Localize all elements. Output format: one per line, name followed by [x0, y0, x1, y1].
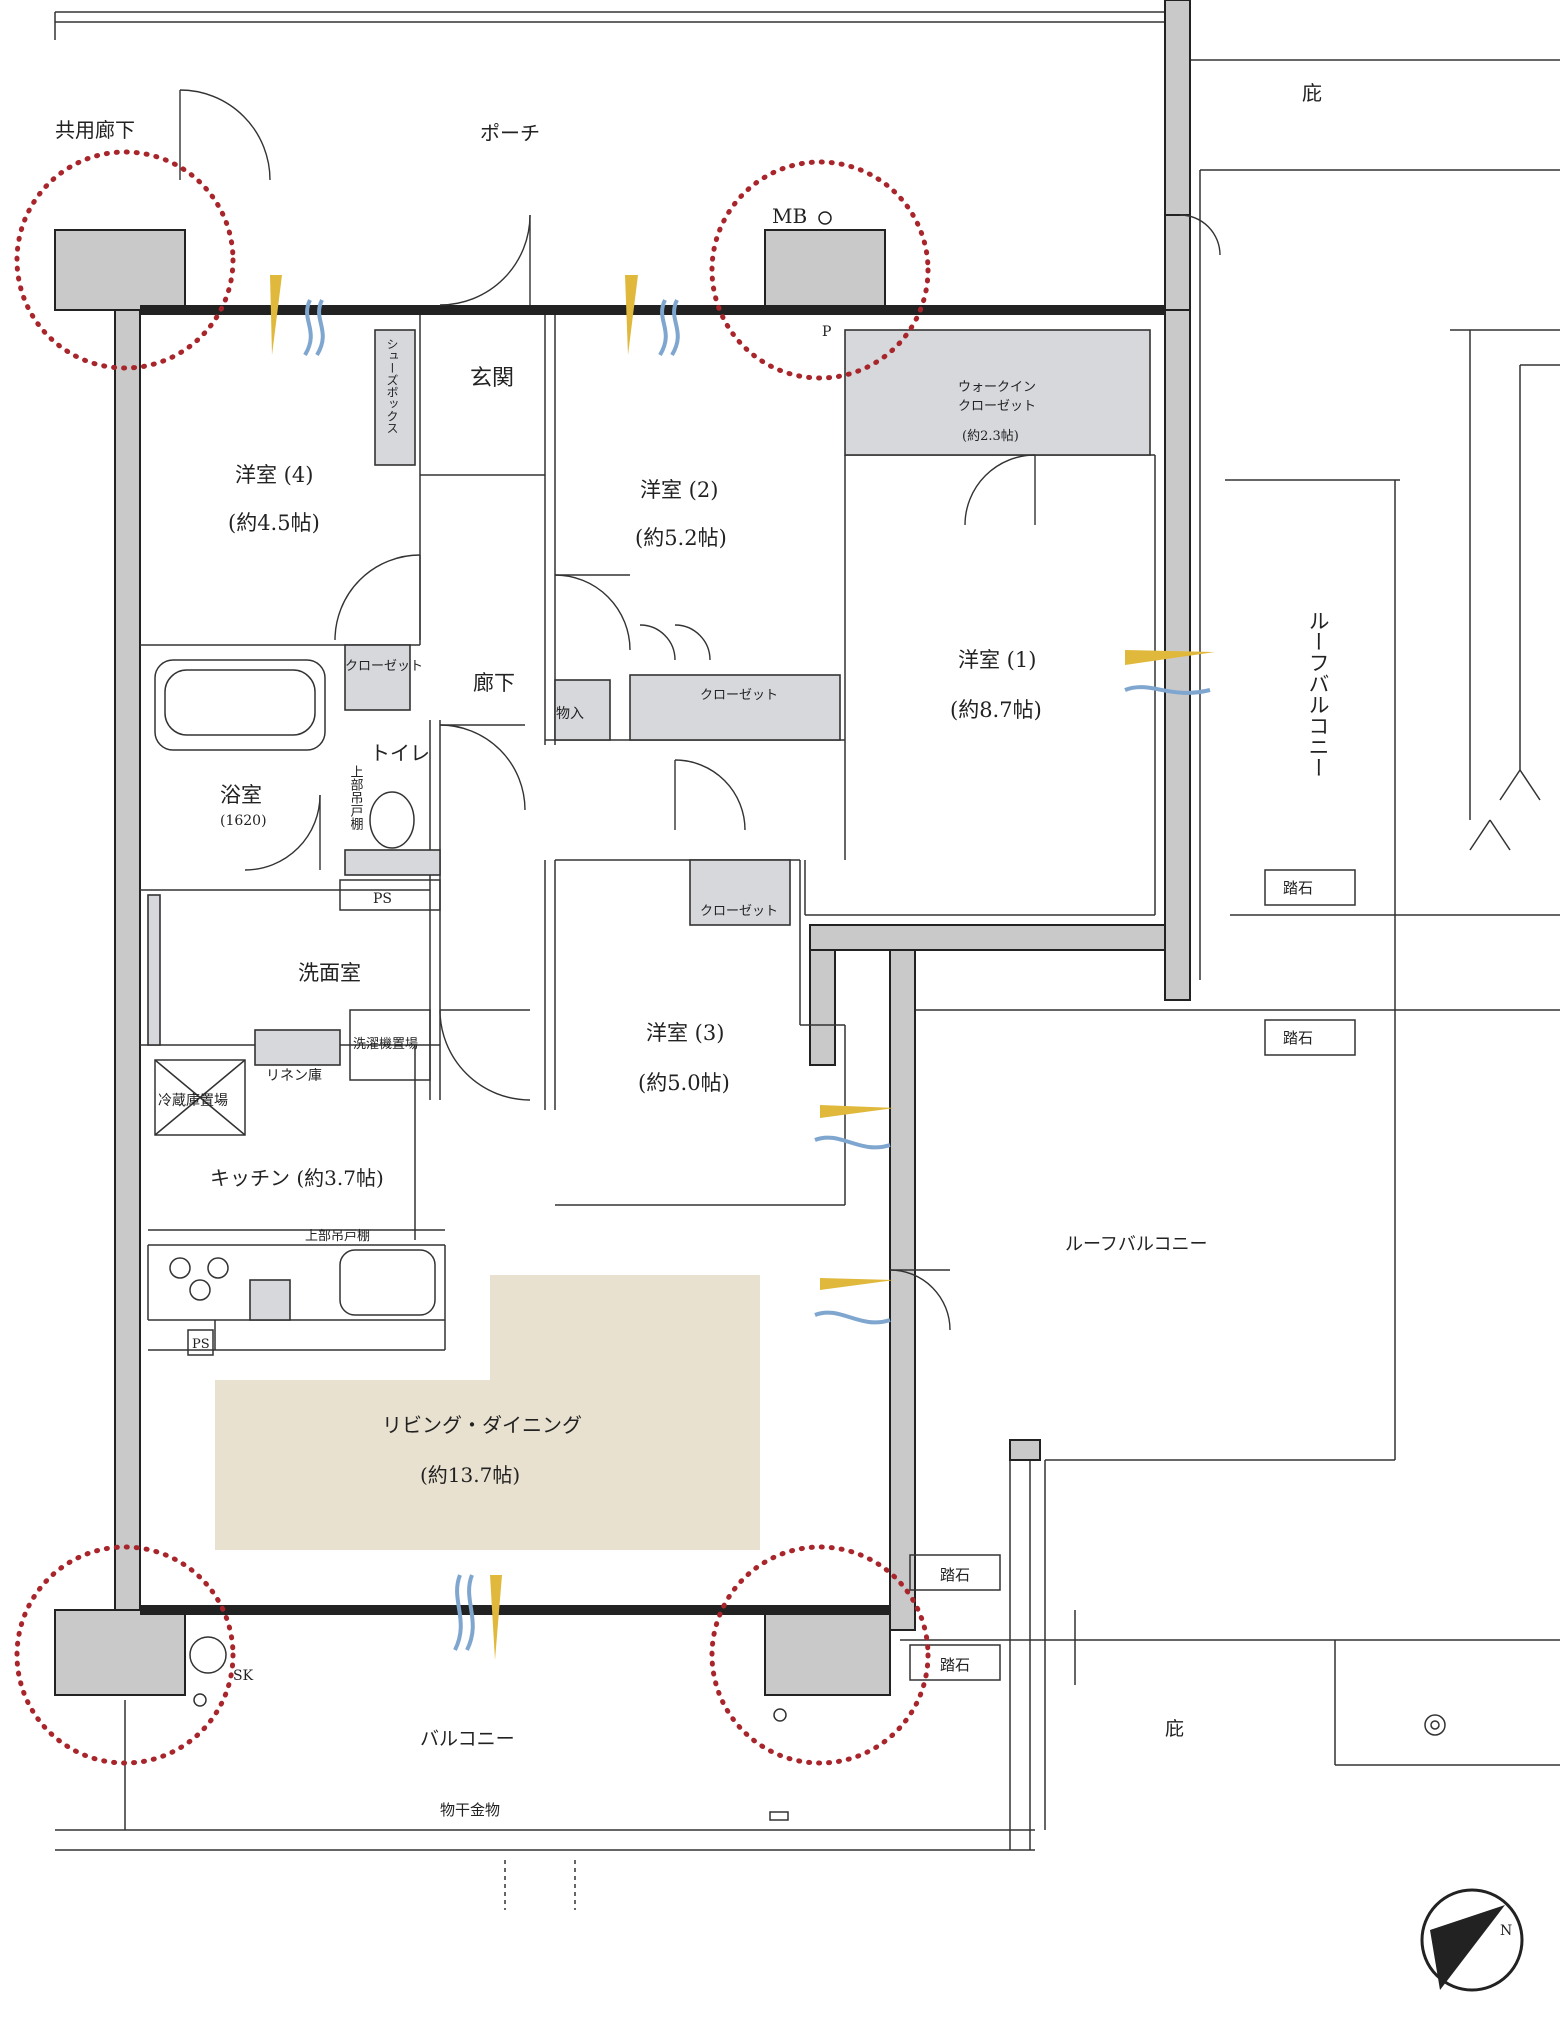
label-closet-room3: クローゼット [700, 904, 778, 919]
label-room3-size: (約5.0帖) [638, 1071, 730, 1095]
closet-room3-unit [689, 859, 791, 926]
label-fridge-space: 冷蔵庫置場 [158, 1092, 228, 1109]
label-walkin-size: (約2.3帖) [962, 429, 1019, 444]
label-upper-cabinet-kitchen: 上部吊戸棚 [305, 1229, 370, 1244]
label-room2-name: 洋室 (2) [640, 478, 718, 502]
shoe-box-cabinet [374, 329, 416, 466]
toilet-bowl [369, 791, 415, 849]
ventilation-indicators [270, 275, 1215, 1660]
label-balcony: バルコニー [420, 1728, 515, 1750]
label-north: N [1500, 1923, 1512, 1939]
label-room3-name: 洋室 (3) [646, 1021, 724, 1045]
doors [179, 89, 1221, 1331]
washroom-vanity [147, 894, 161, 1046]
highlight-circle-bottom-left [14, 1544, 236, 1766]
label-roof-balcony: ルーフバルコニー [1065, 1234, 1208, 1255]
north-arrow [1420, 1888, 1524, 1992]
fridge-space-box [154, 1059, 246, 1136]
label-stepping-stone-2: 踏石 [1283, 1029, 1313, 1047]
label-room1-size: (約8.7帖) [950, 698, 1042, 722]
toilet-cabinet [344, 849, 441, 876]
label-room2-size: (約5.2帖) [635, 526, 727, 550]
label-room4-name: 洋室 (4) [235, 463, 313, 487]
label-stepping-stone-4: 踏石 [940, 1656, 970, 1674]
mb-meter-icon [818, 211, 832, 225]
label-p: P [822, 324, 831, 340]
label-bath: 浴室 [220, 783, 262, 807]
label-eaves-top: 庇 [1302, 81, 1322, 105]
label-hallway: 廊下 [473, 671, 515, 695]
living-area-fill [215, 1275, 760, 1550]
highlight-circle-bottom-mid [709, 1544, 931, 1766]
highlight-circles [14, 149, 931, 1766]
stepping-stone-1-box [1264, 869, 1356, 906]
closet-small-unit [344, 644, 411, 711]
label-sk: SK [233, 1668, 254, 1684]
label-toilet: トイレ [370, 741, 430, 765]
label-ps-toilet: PS [373, 891, 392, 907]
label-stepping-stone-3: 踏石 [940, 1566, 970, 1584]
site-lines [54, 11, 1560, 1851]
ps-toilet-box [339, 879, 441, 911]
label-roof-balcony-vertical: ルーフバルコニー [1306, 610, 1330, 778]
label-room1-name: 洋室 (1) [958, 648, 1036, 672]
label-closet-small: クローゼット [345, 659, 423, 674]
label-stepping-stone-1: 踏石 [1283, 879, 1313, 897]
stepping-stone-2-box [1264, 1019, 1356, 1056]
label-living-size: (約13.7帖) [420, 1463, 520, 1487]
label-genkan: 玄関 [470, 366, 514, 391]
linen-cabinet [254, 1029, 341, 1066]
kitchen-upper-cabinet [249, 1279, 291, 1321]
storage-unit [554, 679, 611, 741]
label-eaves-bottom: 庇 [1165, 1718, 1184, 1740]
washer-space-box [349, 1009, 431, 1081]
vertical-labels: ルーフバルコニー シューズボックス 上部吊戸棚 [348, 338, 1331, 830]
label-room4-size: (約4.5帖) [228, 511, 320, 535]
bathtub [154, 659, 326, 751]
label-washroom: 洗面室 [298, 961, 361, 985]
stepping-stone-3-box [909, 1554, 1001, 1591]
label-walkin-1: ウォークイン [958, 380, 1036, 395]
label-shoe-box: シューズボックス [385, 338, 399, 434]
ps-kitchen-box [187, 1329, 214, 1356]
label-washer-space: 洗濯機置場 [353, 1037, 418, 1052]
stove-burner [169, 1257, 191, 1279]
kitchen-sink [339, 1249, 436, 1316]
closet-room2-unit [629, 674, 841, 741]
walk-in-closet-shelf [844, 329, 1151, 456]
label-drying-hardware: 物干金物 [440, 1801, 500, 1819]
stove-burner [207, 1257, 229, 1279]
stove-burner [189, 1279, 211, 1301]
label-living-name: リビング・ダイニング [382, 1413, 582, 1437]
label-kitchen: キッチン (約3.7帖) [210, 1166, 384, 1190]
highlight-circle-top-left [14, 149, 236, 371]
label-closet-room2: クローゼット [700, 688, 778, 703]
label-common-corridor: 共用廊下 [55, 118, 135, 142]
fixtures [124, 329, 1446, 1910]
room-labels: 共用廊下 ポーチ 庇 MB P 玄関 洋室 (4) (約4.5帖) 洋室 (2)… [55, 81, 1512, 1939]
label-upper-cabinet-toilet: 上部吊戸棚 [348, 765, 364, 830]
label-linen: リネン庫 [266, 1067, 322, 1084]
label-mb: MB [772, 204, 807, 228]
label-walkin-2: クローゼット [958, 399, 1036, 414]
label-storage: 物入 [556, 706, 584, 722]
highlight-circle-top-mid [709, 159, 931, 381]
label-porch: ポーチ [480, 121, 540, 145]
label-bath-size: (1620) [220, 813, 267, 829]
label-ps-kitchen: PS [192, 1337, 210, 1352]
stepping-stone-4-box [909, 1644, 1001, 1681]
sk-sink [189, 1636, 227, 1674]
